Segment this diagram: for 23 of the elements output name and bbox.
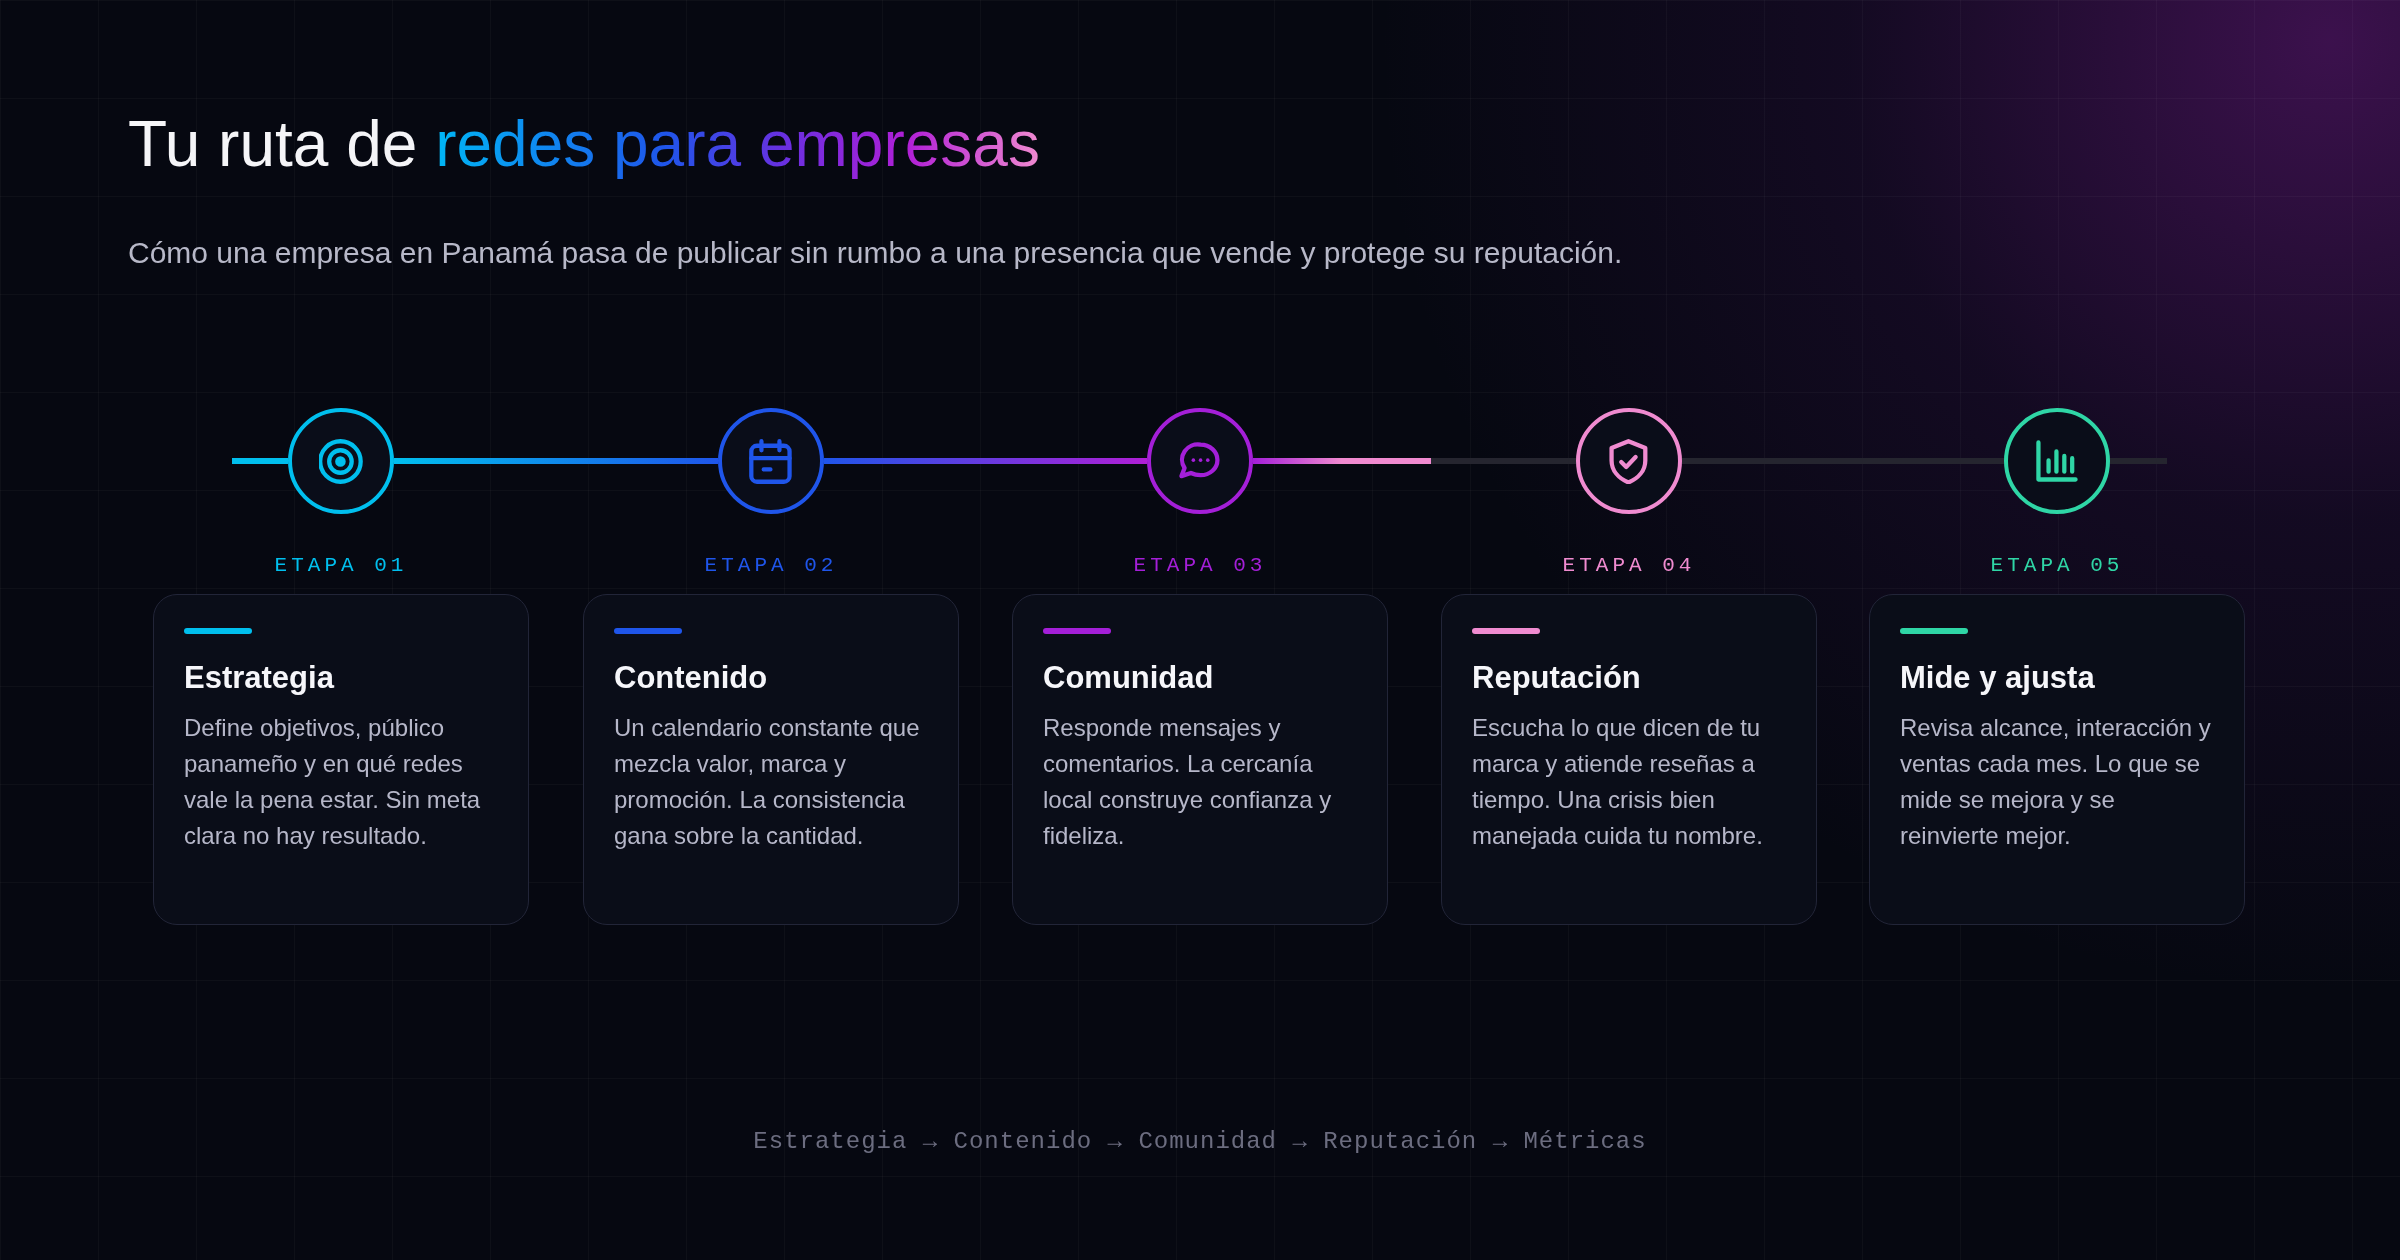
- card-title: Mide y ajusta: [1900, 659, 2095, 697]
- card-description: Revisa alcance, interacción y ventas cada mes. Lo que se mide se mejora y se reinvierte mejor.: [1900, 713, 2212, 851]
- card-description: Escucha lo que dicen de tu marca y atiende reseñas a tiempo. Una crisis bien manejada cuida tu nombre.: [1472, 713, 1764, 851]
- card-description: Un calendario constante que mezcla valor, marca y promoción. La consistencia gana sobre la cantidad.: [614, 713, 921, 851]
- stage-label: ETAPA 04: [1562, 553, 1696, 579]
- stage-label: ETAPA 01: [274, 553, 408, 579]
- connector-line: [232, 458, 288, 464]
- connector-line: [394, 458, 718, 464]
- card-description: Responde mensajes y comentarios. La cercanía local construye confianza y fideliza.: [1043, 713, 1333, 851]
- connector-line: [1682, 458, 2004, 464]
- connector-line: [1253, 458, 1576, 464]
- footer-text: Estrategia → Contenido → Comunidad → Reputación → Métricas: [753, 1127, 1647, 1157]
- subtitle: Cómo una empresa en Panamá pasa de publicar sin rumbo a una presencia que vende y protege su reputación.: [128, 235, 1623, 271]
- card-title: Comunidad: [1043, 659, 1214, 697]
- card-description: Define objetivos, público panameño y en qué redes vale la pena estar. Sin meta clara no hay resultado.: [184, 713, 482, 851]
- stage-label: ETAPA 03: [1133, 553, 1267, 579]
- card-title: Estrategia: [184, 659, 334, 697]
- card-title: Reputación: [1472, 659, 1641, 697]
- connector-line: [2110, 458, 2167, 464]
- stage-label: ETAPA 05: [1990, 553, 2124, 579]
- card-title: Contenido: [614, 659, 768, 697]
- stage-label: ETAPA 02: [704, 553, 838, 579]
- connector-line: [824, 458, 1147, 464]
